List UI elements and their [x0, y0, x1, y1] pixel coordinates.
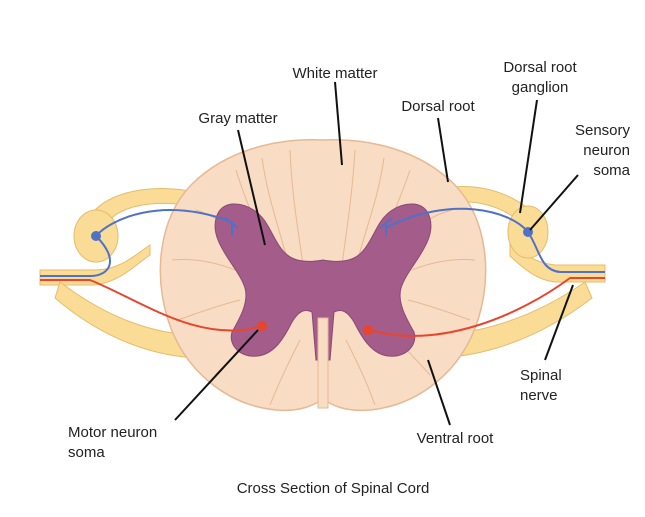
central-fissure	[317, 317, 329, 409]
label-spinal-line2: nerve	[520, 387, 558, 404]
motor-neuron-axon-right	[369, 277, 605, 337]
right-sensory-terminal	[379, 217, 393, 236]
leader-ventral-root	[427, 359, 451, 426]
leader-spinal-nerve	[544, 284, 574, 361]
label-motor-line1: Motor neuron	[68, 424, 157, 441]
label-ventral-root: Ventral root	[417, 430, 495, 447]
label-white-matter: White matter	[292, 65, 377, 82]
label-drg-line1: Dorsal root	[503, 59, 577, 76]
label-sensory-line3: soma	[593, 162, 630, 179]
leader-sensory-soma	[529, 174, 579, 231]
diagram-caption: Cross Section of Spinal Cord	[237, 480, 430, 497]
left-sensory-terminal	[224, 217, 239, 236]
left-sensory-soma	[91, 231, 101, 241]
leader-gray-matter	[237, 129, 266, 246]
leader-white-matter	[334, 81, 343, 166]
label-gray-matter: Gray matter	[198, 110, 277, 127]
leader-lines	[174, 81, 579, 426]
motor-neuron-axon-left	[40, 279, 263, 332]
sensory-neuron-axon-right	[384, 207, 605, 273]
leader-motor-soma	[174, 329, 259, 421]
leader-drg	[519, 99, 538, 214]
label-motor-line2: soma	[68, 444, 105, 461]
label-spinal-line1: Spinal	[520, 367, 562, 384]
label-dorsal-root: Dorsal root	[401, 98, 475, 115]
label-sensory-line2: neuron	[583, 142, 630, 159]
leader-dorsal-root	[437, 117, 449, 183]
right-motor-soma	[363, 325, 373, 335]
left-motor-soma	[257, 321, 267, 331]
label-sensory-line1: Sensory	[575, 122, 631, 139]
label-drg-line2: ganglion	[512, 79, 569, 96]
